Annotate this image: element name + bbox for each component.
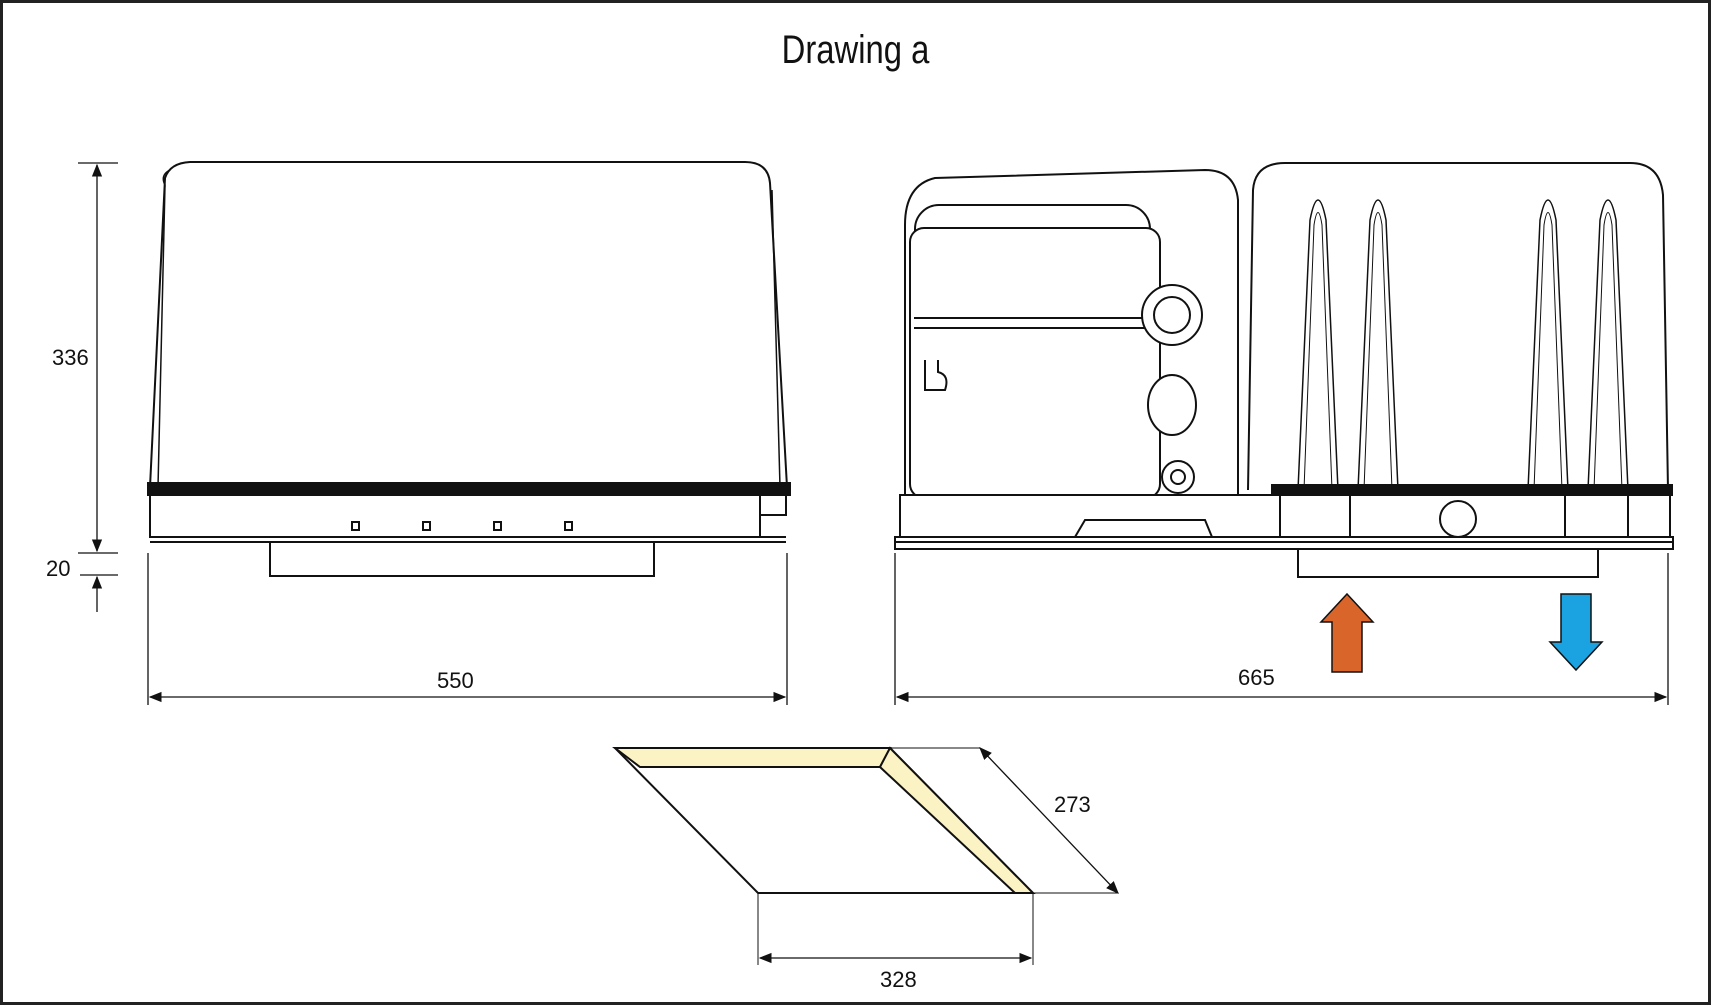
side-view	[894, 162, 1674, 578]
dimension-label-665: 665	[1238, 665, 1275, 690]
front-view	[147, 161, 791, 577]
dimension-label-273: 273	[1054, 792, 1091, 817]
dimension-label-20: 20	[46, 556, 70, 581]
dimension-label-550: 550	[437, 668, 474, 693]
arrow-down-icon	[1548, 593, 1604, 672]
dimension-label-336: 336	[52, 345, 89, 370]
drawing-title: Drawing a	[781, 28, 930, 72]
arrow-up-icon	[1319, 592, 1375, 673]
dimension-lines	[78, 162, 1669, 964]
dimension-label-328: 328	[880, 967, 917, 992]
cutout-view	[612, 746, 1118, 965]
